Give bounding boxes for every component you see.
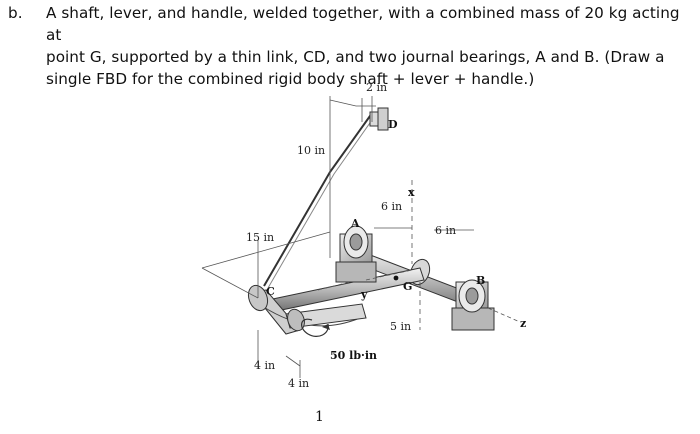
- point-g: G: [403, 280, 412, 293]
- moment-label: 50 lb·in: [330, 349, 377, 362]
- handle: [247, 284, 367, 332]
- dim-4in-a: 4 in: [254, 359, 275, 372]
- axis-y: y: [360, 288, 368, 301]
- dim-6in-a: 6 in: [381, 200, 402, 213]
- moment-arrow: [301, 318, 329, 337]
- link-cd: [263, 107, 389, 289]
- point-d: D: [388, 118, 398, 131]
- problem-label: b.: [8, 4, 23, 22]
- dim-2in: 2 in: [366, 81, 387, 94]
- problem-line-3: single FBD for the combined rigid body s…: [46, 70, 535, 88]
- problem-line-1: A shaft, lever, and handle, welded toget…: [46, 4, 680, 44]
- bearing-a: [335, 225, 377, 283]
- dim-10in: 10 in: [297, 144, 325, 157]
- point-a: A: [350, 217, 360, 230]
- axis-z: z: [520, 317, 526, 330]
- g-point: [393, 275, 399, 281]
- bearing-b: [451, 279, 495, 331]
- moment-arrowhead: [322, 324, 330, 330]
- dim-15in: 15 in: [246, 231, 274, 244]
- dim-4in-b: 4 in: [288, 377, 309, 390]
- page-number: 1: [315, 409, 324, 425]
- dimension-lines: [201, 96, 521, 378]
- dim-5in: 5 in: [390, 320, 411, 333]
- problem-text: A shaft, lever, and handle, welded toget…: [46, 2, 692, 90]
- axis-x: x: [408, 186, 415, 199]
- dim-6in-b: 6 in: [435, 224, 456, 237]
- problem-line-2: point G, supported by a thin link, CD, a…: [46, 48, 665, 66]
- point-c: C: [266, 285, 275, 298]
- point-b: B: [476, 274, 485, 287]
